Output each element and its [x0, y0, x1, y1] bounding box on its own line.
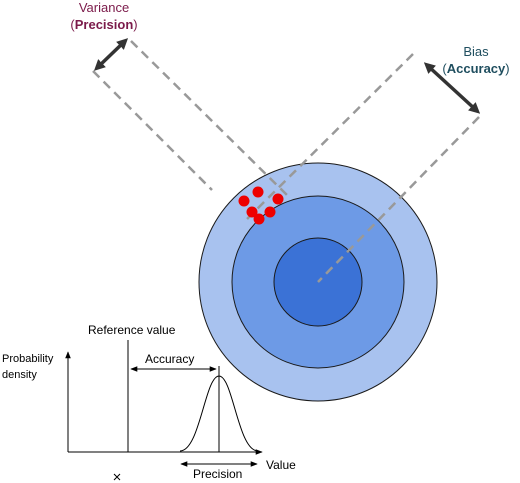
bias-sublabel: (Accuracy): [442, 61, 509, 76]
variance-guide-right: [130, 40, 290, 198]
bias-guide-left: [244, 53, 414, 222]
variance-paren-open: (: [70, 17, 75, 32]
reference-value-label: Reference value: [88, 323, 176, 337]
accuracy-label: Accuracy: [145, 352, 194, 366]
variance-keyword: Precision: [75, 17, 134, 32]
hit-point: [272, 193, 284, 205]
variance-guide-left: [92, 70, 213, 191]
bias-label-line1: Bias: [463, 44, 489, 59]
hit-point: [238, 195, 250, 207]
axis-tick-mark: [113, 473, 121, 481]
bias-label: Bias: [463, 44, 489, 59]
bias-paren-open: (: [442, 61, 447, 76]
precision-label: Precision: [193, 467, 242, 481]
hit-point: [253, 213, 265, 225]
hit-points: [238, 186, 284, 225]
hit-point: [264, 206, 276, 218]
y-axis-label-line2: density: [2, 369, 37, 381]
x-axis-label: Value: [266, 458, 296, 472]
bias-arrow: [423, 62, 481, 114]
hit-point: [252, 186, 264, 198]
bias-guide-right: [317, 116, 480, 283]
variance-label: Variance: [79, 0, 129, 15]
variance-paren-close: ): [133, 17, 137, 32]
variance-label-line1: Variance: [79, 0, 129, 15]
density-plot: Reference value Accuracy Probability den…: [2, 323, 296, 481]
variance-sublabel: (Precision): [70, 17, 137, 32]
variance-arrow: [93, 38, 129, 71]
y-axis-label-line1: Probability: [2, 353, 54, 365]
bias-keyword: Accuracy: [447, 61, 506, 76]
hit-point: [246, 206, 258, 218]
bias-paren-close: ): [505, 61, 509, 76]
guide-lines: [92, 40, 480, 283]
